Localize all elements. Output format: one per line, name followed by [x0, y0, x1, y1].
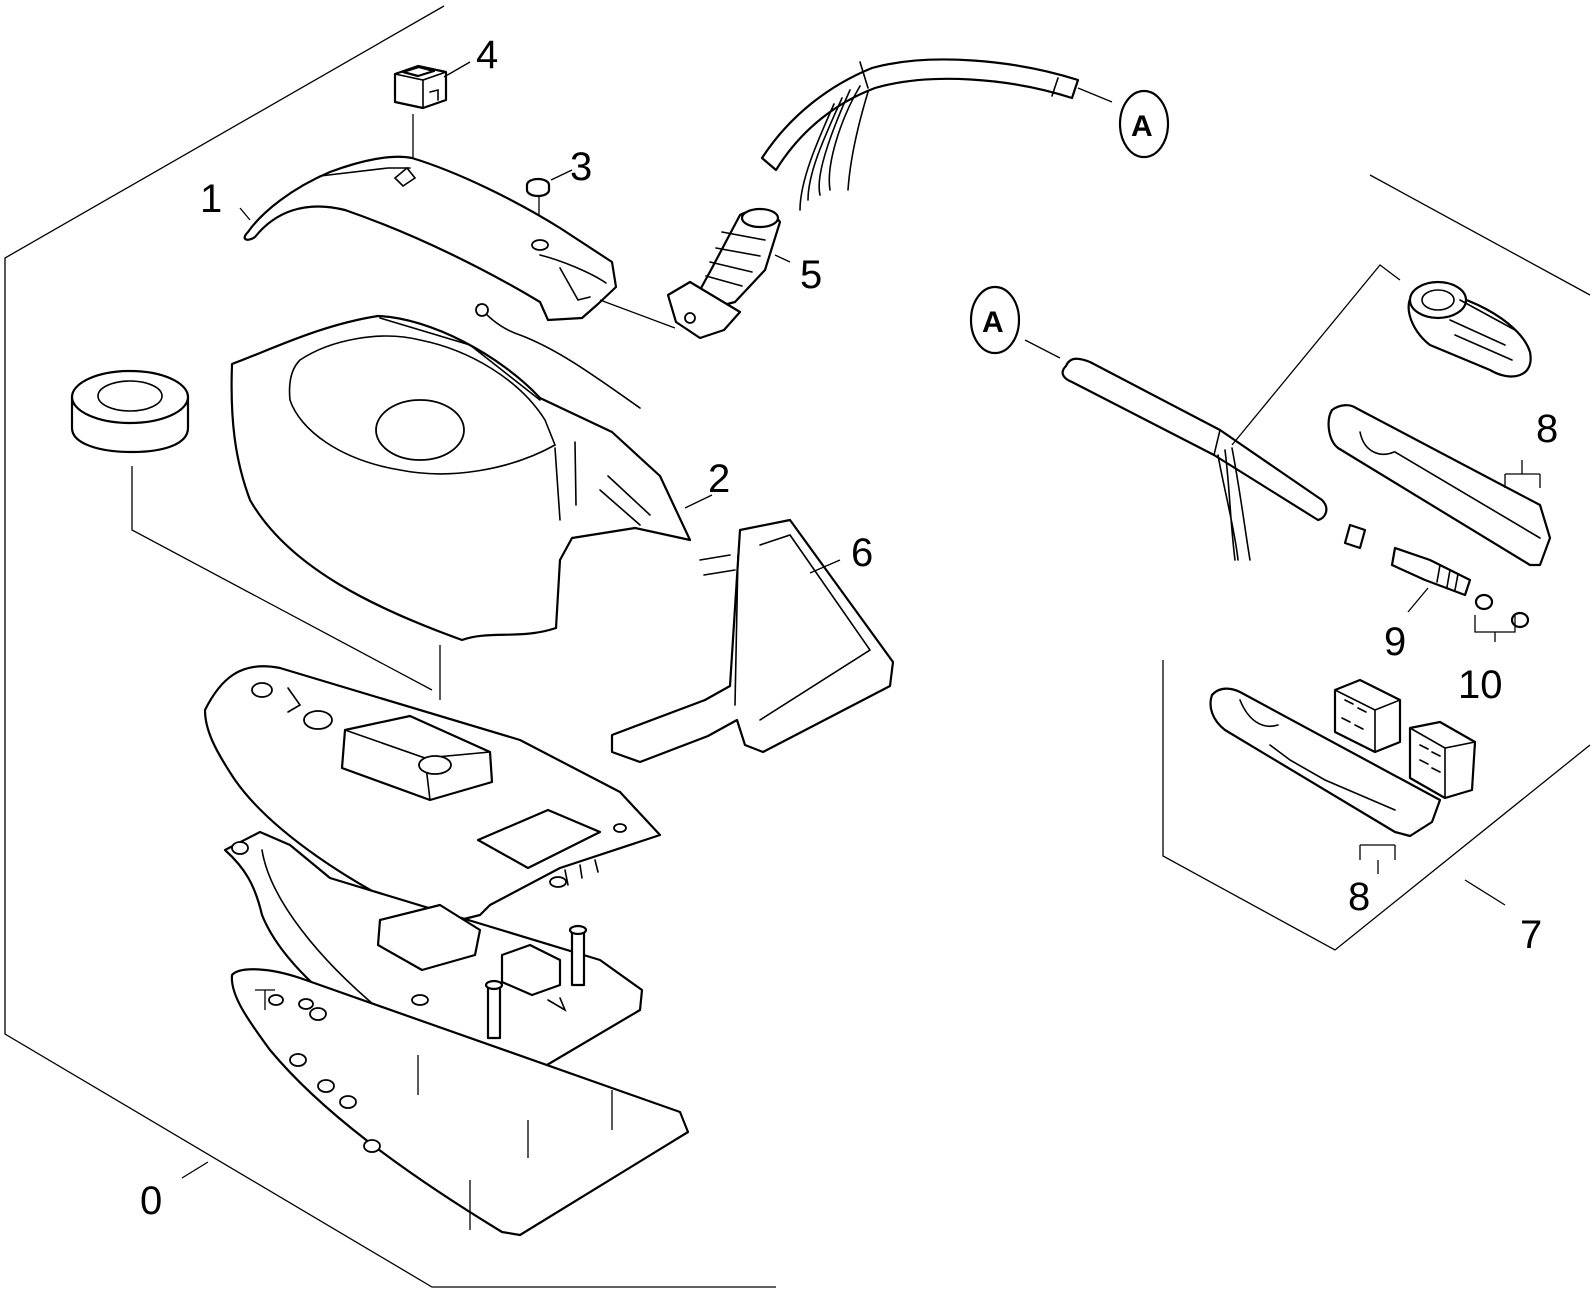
label-part-6: 6	[851, 531, 873, 575]
cover-half-bottom	[1209, 687, 1442, 874]
plug-pin-part-9	[1343, 523, 1472, 613]
power-cord-lower: A	[969, 264, 1401, 561]
label-part-2: 2	[708, 457, 730, 501]
label-part-9: 9	[1384, 620, 1406, 664]
filler-cap	[70, 369, 433, 691]
connector-a-top: A	[1118, 89, 1170, 159]
power-cord-upper	[760, 58, 1113, 211]
connector-a-top-label: A	[1131, 110, 1153, 143]
connector-a-right-label: A	[982, 306, 1004, 339]
leader-lines-right	[1464, 879, 1506, 906]
heating-element	[223, 830, 644, 1087]
cover-half-top	[1327, 404, 1552, 567]
label-part-8-bottom: 8	[1348, 875, 1370, 919]
label-part-1: 1	[200, 177, 222, 221]
cap-part-3	[525, 169, 573, 240]
handle-part-1	[239, 155, 618, 322]
part-number-labels: 0 1 2 3 4 5 6 7 8 8 9 10	[140, 33, 1558, 1223]
assembly-frame-left	[4, 5, 776, 1288]
housing-part-2	[230, 303, 713, 642]
terminal-block	[1333, 678, 1477, 800]
soleplate	[181, 968, 690, 1237]
washers-part-10	[1474, 593, 1530, 642]
label-part-0: 0	[140, 1179, 162, 1223]
label-part-8-top: 8	[1536, 407, 1558, 451]
assembly-frame-right	[1162, 174, 1591, 951]
rear-stand-part-6	[610, 518, 895, 764]
switch-part-4	[393, 61, 471, 165]
cord-grommet-part-5	[599, 207, 791, 340]
label-part-10: 10	[1458, 663, 1503, 707]
strain-relief	[1407, 280, 1532, 378]
label-part-5: 5	[800, 253, 822, 297]
label-part-3: 3	[570, 145, 592, 189]
label-part-4: 4	[476, 33, 498, 77]
label-part-7: 7	[1520, 913, 1542, 957]
